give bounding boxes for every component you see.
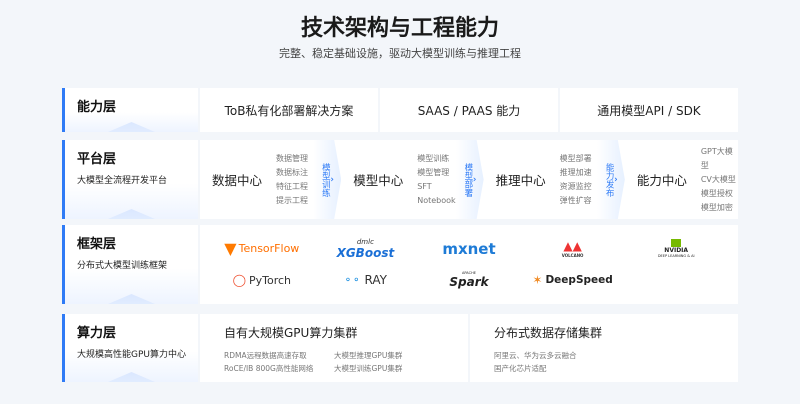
- stage-item: 模型授权: [700, 188, 733, 198]
- stage-name: 能力中心: [636, 173, 687, 188]
- stage-name: 数据中心: [212, 173, 263, 188]
- storage-item: 国产化芯片适配: [494, 364, 547, 373]
- layer-label: 平台层大模型全流程开发平台: [62, 140, 198, 219]
- stage-item: 模型训练: [417, 153, 450, 163]
- gpu-cluster: 自有大规模GPU算力集群 RDMA远程数据高速存取 大模型推理GPU集群 RoCE/…: [200, 314, 468, 382]
- page-title: 技术架构与工程能力: [300, 16, 499, 41]
- stage-item: SFT: [417, 181, 432, 191]
- tensorflow-logo: ▼TensorFlow: [224, 239, 300, 259]
- layer-title: 框架层: [77, 237, 117, 252]
- stage-name: 推理中心: [495, 173, 546, 188]
- platform-stage: 能力中心 GPT大模型 CV大模型模型授权模型加密: [625, 140, 738, 219]
- stage-item: 特征工程: [276, 181, 309, 191]
- chevron-right-icon: ›: [472, 174, 477, 185]
- layer-title: 平台层: [77, 152, 117, 167]
- platform-layer: 平台层大模型全流程开发平台 数据中心数据管理数据标注特征工程提示工程模型训练›模…: [62, 140, 738, 219]
- platform-stage: 推理中心 模型部署推理加速资源监控弹性扩容: [484, 140, 597, 219]
- compute-layer: 算力层大规模高性能GPU算力中心 自有大规模GPU算力集群 RDMA远程数据高速…: [62, 314, 738, 382]
- chevron-right-icon: ›: [614, 174, 618, 185]
- platform-stage: 数据中心 数据管理数据标注特征工程提示工程: [200, 140, 313, 219]
- layer-desc: 大模型全流程开发平台: [77, 176, 168, 186]
- arrow-label: 模型训练: [320, 162, 331, 197]
- stage-item: 弹性扩容: [559, 195, 592, 205]
- stage-item: 数据管理: [276, 153, 309, 163]
- pytorch-logo: ◯PyTorch: [232, 273, 292, 288]
- layer-title: 算力层: [77, 326, 117, 341]
- layer-desc: 分布式大模型训练框架: [77, 261, 168, 271]
- stage-item: 数据标注: [276, 167, 309, 177]
- storage-item: 阿里云、华为云多云融合: [494, 351, 577, 360]
- layer-desc: 大规模高性能GPU算力中心: [77, 350, 186, 360]
- stage-item: 模型部署: [559, 153, 592, 163]
- flow-arrow: 能力发布›: [596, 140, 625, 219]
- mxnet-logo: mxnet: [442, 239, 496, 258]
- stage-item: 资源监控: [559, 181, 592, 191]
- stage-item: 提示工程: [276, 195, 309, 205]
- arrow-label: 模型部署: [462, 162, 473, 197]
- storage-title: 分布式数据存储集群: [494, 326, 603, 340]
- stage-name: 模型中心: [353, 173, 404, 188]
- ray-logo: ⚬⚬RAY: [343, 273, 387, 288]
- storage-cluster: 分布式数据存储集群 阿里云、华为云多云融合国产化芯片适配: [468, 314, 738, 382]
- platform-stage: 模型中心 模型训练模型管理 SFT Notebook: [341, 140, 455, 219]
- gpu-item: RoCE/IB 800G高性能网络: [224, 364, 314, 373]
- ability-layer: 能力层 ToB私有化部署解决方案 SAAS / PAAS 能力 通用模型API …: [62, 88, 738, 132]
- ability-item: ToB私有化部署解决方案: [224, 103, 354, 118]
- stage-item: 推理加速: [559, 167, 592, 177]
- ability-item: SAAS / PAAS 能力: [378, 88, 558, 132]
- stage-item: Notebook: [417, 195, 456, 205]
- flow-arrow: 模型部署›: [455, 140, 484, 219]
- chevron-right-icon: ›: [330, 174, 334, 185]
- page-subtitle: 完整、稳定基础设施，驱动大模型训练与推理工程: [279, 47, 521, 60]
- gpu-item: RDMA远程数据高速存取: [224, 351, 307, 360]
- stage-item: GPT大模型: [700, 146, 733, 170]
- stage-item: CV大模型: [700, 174, 736, 184]
- gpu-item: 大模型训练GPU集群: [334, 364, 403, 373]
- stage-item: 模型管理: [417, 167, 450, 177]
- layer-label: 能力层: [62, 88, 198, 132]
- gpu-title: 自有大规模GPU算力集群: [224, 326, 358, 340]
- flow-arrow: 模型训练›: [313, 140, 342, 219]
- stage-item: 模型加密: [700, 202, 733, 212]
- ability-item: 通用模型API / SDK: [558, 88, 738, 132]
- layer-title: 能力层: [77, 100, 117, 115]
- layer-label: 框架层分布式大模型训练框架: [62, 225, 198, 304]
- volcano-logo: ▲▲VOLCANO: [561, 239, 584, 259]
- deepspeed-logo: ✶DeepSpeed: [532, 273, 613, 288]
- gpu-item: 大模型推理GPU集群: [334, 351, 403, 360]
- layer-label: 算力层大规模高性能GPU算力中心: [62, 314, 198, 382]
- arrow-label: 能力发布: [604, 162, 615, 197]
